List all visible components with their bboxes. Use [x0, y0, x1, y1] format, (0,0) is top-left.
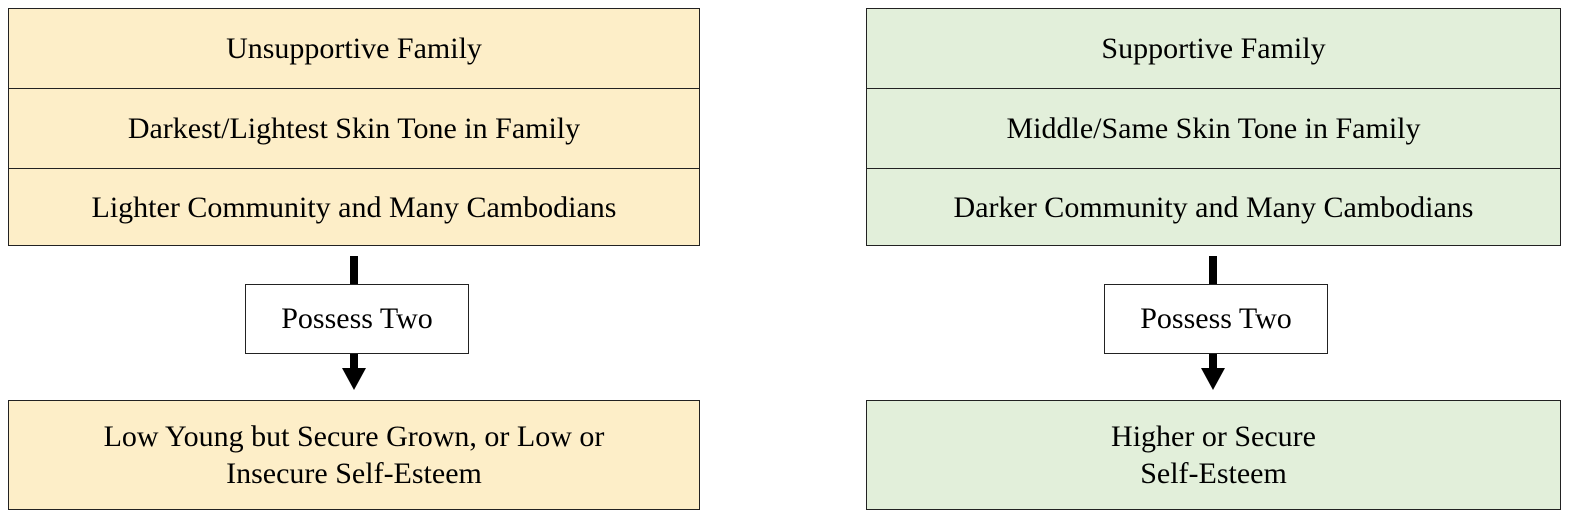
right-outcome-line-2: Self-Esteem [1140, 457, 1287, 490]
right-factor-stack: Supportive Family Middle/Same Skin Tone … [866, 8, 1561, 246]
right-possess-two-label: Possess Two [1140, 302, 1292, 336]
left-connector-top [350, 256, 358, 285]
left-possess-two-label: Possess Two [281, 302, 433, 336]
left-factor-family: Unsupportive Family [9, 9, 699, 89]
left-outcome-line-1: Low Young but Secure Grown, or Low or [103, 419, 605, 453]
left-possess-two-box: Possess Two [245, 284, 469, 354]
right-outcome-line-1: Higher or Secure [1111, 419, 1316, 453]
right-factor-skin-tone: Middle/Same Skin Tone in Family [867, 89, 1560, 169]
right-factor-community: Darker Community and Many Cambodians [953, 191, 1474, 224]
right-outcome-box: Higher or Secure Self-Esteem [866, 400, 1561, 510]
right-possess-two-box: Possess Two [1104, 284, 1328, 354]
left-factor-skin-tone: Darkest/Lightest Skin Tone in Family [9, 89, 699, 169]
left-arrow-head [342, 368, 366, 390]
left-factor-community: Lighter Community and Many Cambodians [91, 191, 617, 224]
left-outcome-box: Low Young but Secure Grown, or Low or In… [8, 400, 700, 510]
left-outcome-line-2: Insecure Self-Esteem [226, 457, 482, 490]
right-connector-top [1209, 256, 1217, 285]
right-connector-bottom [1209, 354, 1217, 369]
right-factor-family: Supportive Family [867, 9, 1560, 89]
left-factor-stack: Unsupportive Family Darkest/Lightest Ski… [8, 8, 700, 246]
left-connector-bottom [350, 354, 358, 369]
right-arrow-head [1201, 368, 1225, 390]
